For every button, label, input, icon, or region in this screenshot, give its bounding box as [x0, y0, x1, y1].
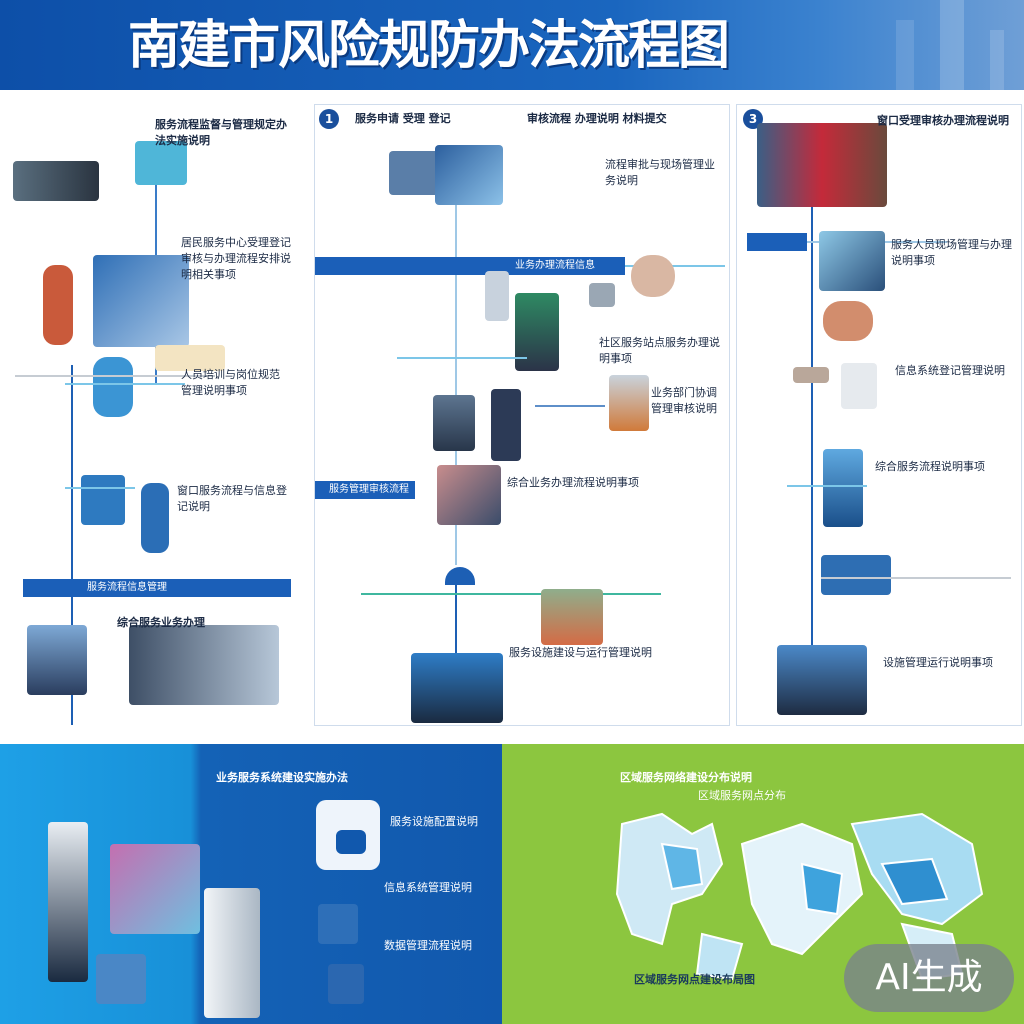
block-illustration [318, 904, 358, 944]
map-region [660, 842, 704, 891]
connector-line [15, 375, 215, 377]
staff-illustration [48, 822, 88, 982]
person-illustration [631, 255, 675, 297]
connector-line [625, 265, 725, 267]
device-illustration [589, 283, 615, 307]
staff-illustration [819, 231, 885, 291]
text-block: 审核流程 办理说明 材料提交 [527, 112, 667, 125]
connector-line [361, 593, 661, 595]
header-banner: 南建市风险规防办法流程图 [0, 0, 1024, 90]
timeline-line [455, 145, 457, 565]
text-block: 社区服务站点服务办理说明事项 [599, 336, 720, 365]
device-illustration [841, 363, 877, 409]
flow-column-1: 服务流程监督与管理规定办法实施说明 居民服务中心受理登记审核与办理流程安排说明相… [4, 104, 298, 726]
bottom-left-section: 业务服务系统建设实施办法 服务设施配置说明 信息系统管理说明 数据管理流程说明 [0, 744, 502, 1024]
timeline-line [71, 365, 73, 725]
section-heading: 业务服务系统建设实施办法 [216, 771, 348, 784]
map-region [880, 857, 949, 906]
storefront-illustration [541, 589, 603, 645]
text-block: 窗口服务流程与信息登记说明 [177, 484, 287, 513]
device-illustration [821, 555, 891, 595]
section-band [747, 233, 807, 251]
lamp-illustration [445, 567, 475, 585]
step-number: 1 [319, 109, 339, 129]
device-illustration [96, 954, 146, 1004]
text-block: 流程审批与现场管理业务说明 [605, 158, 715, 187]
text-block: 人员培训与岗位规范管理说明事项 [181, 368, 280, 397]
connector-line [65, 383, 185, 385]
service-desk-illustration [757, 123, 887, 207]
header-decor [896, 20, 914, 90]
section-band: 服务管理审核流程 [315, 481, 415, 499]
ai-generated-badge: AI生成 [844, 944, 1014, 1012]
section-subheading: 区域服务网点分布 [698, 789, 786, 802]
service-illustration [389, 151, 441, 195]
office-illustration [609, 375, 649, 431]
section-band-label: 服务流程信息管理 [87, 582, 167, 593]
map-footer: 区域服务网点建设布局图 [634, 973, 755, 986]
text-block: 综合业务办理流程说明事项 [507, 476, 639, 489]
text-block: 服务设施建设与运行管理说明 [509, 646, 652, 659]
workstation-illustration [27, 625, 87, 695]
timeline-line [455, 575, 457, 685]
text-block: 信息系统管理说明 [384, 881, 472, 894]
section-band-label: 服务管理审核流程 [329, 484, 409, 495]
map-region [800, 862, 844, 916]
server-illustration [204, 888, 260, 1018]
service-illustration [93, 357, 133, 417]
connector-line [787, 485, 867, 487]
header-decor [990, 30, 1004, 90]
people-illustration [515, 293, 559, 371]
flow-column-3: 3 窗口受理审核办理流程说明 服务人员现场管理与办理说明事项 信息系统登记管理说… [736, 104, 1022, 726]
connector-line [821, 577, 1011, 579]
map-region [740, 822, 864, 956]
text-block: 服务申请 受理 登记 [355, 112, 451, 125]
service-illustration [110, 844, 200, 934]
text-block: 设施管理运行说明事项 [883, 656, 993, 669]
staff-illustration [13, 161, 99, 201]
device-screen [336, 830, 366, 854]
kiosk-illustration [823, 449, 863, 527]
map-region [695, 932, 744, 981]
header-decor [940, 0, 964, 90]
connector-line [65, 487, 135, 489]
region-map [615, 812, 984, 981]
building-illustration [433, 395, 475, 451]
text-block: 服务流程监督与管理规定办法实施说明 [155, 118, 287, 147]
device-illustration [793, 367, 829, 383]
crowd-illustration [823, 301, 873, 341]
text-block: 综合服务业务办理 [117, 616, 205, 629]
section-heading: 区域服务网络建设分布说明 [620, 771, 752, 784]
timeline-line [811, 205, 813, 645]
section-band-label: 业务办理流程信息 [515, 260, 595, 271]
text-block: 服务设施配置说明 [390, 815, 478, 828]
section-band: 服务流程信息管理 [23, 579, 291, 597]
service-illustration [135, 141, 187, 185]
building-illustration [411, 653, 503, 723]
page-title: 南建市风险规防办法流程图 [128, 16, 730, 76]
document-illustration [485, 271, 509, 321]
building-illustration [777, 645, 867, 715]
text-block: 综合服务流程说明事项 [875, 460, 985, 473]
text-block: 窗口受理审核办理流程说明 [877, 114, 1009, 127]
office-illustration [93, 255, 189, 347]
person-illustration [141, 483, 169, 553]
service-illustration [437, 465, 501, 525]
section-band: 业务办理流程信息 [315, 257, 625, 275]
flow-column-2: 1 服务申请 受理 登记 审核流程 办理说明 材料提交 流程审批与现场管理业务说… [314, 104, 730, 726]
text-block: 信息系统登记管理说明 [895, 364, 1005, 377]
connector-line [397, 357, 527, 359]
meeting-illustration [129, 625, 279, 705]
text-block: 数据管理流程说明 [384, 939, 472, 952]
desk-illustration [155, 345, 225, 371]
person-illustration [491, 389, 521, 461]
block-illustration [328, 964, 364, 1004]
text-block: 居民服务中心受理登记审核与办理流程安排说明相关事项 [181, 236, 291, 281]
connector-line [535, 405, 605, 407]
text-block: 服务人员现场管理与办理说明事项 [891, 238, 1012, 267]
kiosk-illustration [81, 475, 125, 525]
text-block: 业务部门协调管理审核说明 [651, 386, 717, 415]
staff-illustration [435, 145, 503, 205]
person-illustration [43, 265, 73, 345]
